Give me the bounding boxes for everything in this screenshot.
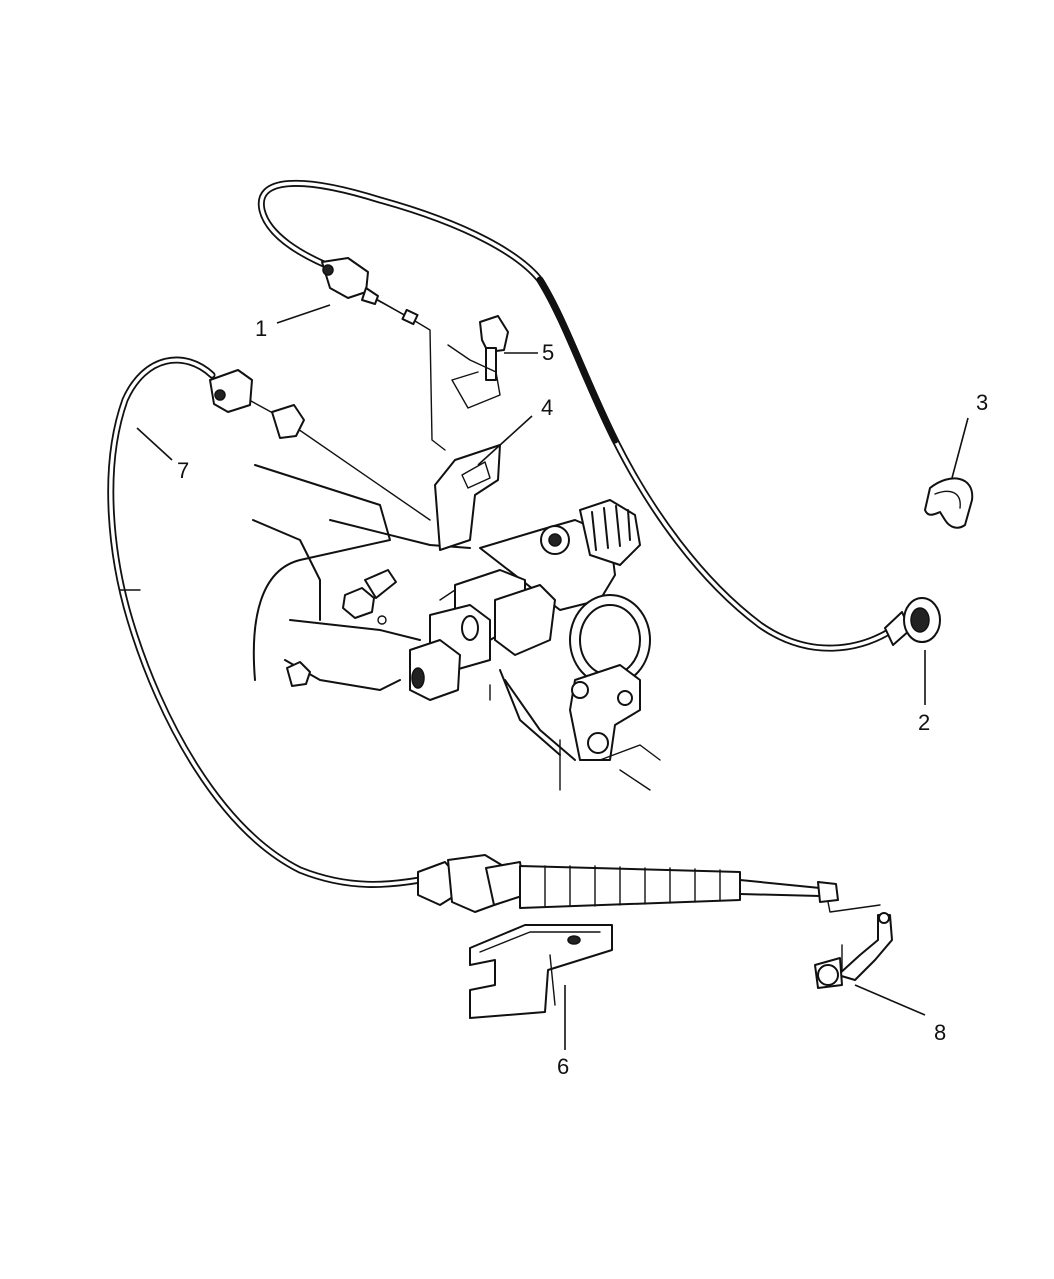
cable-7-end — [209, 369, 431, 521]
callout-labels: 1 2 3 4 5 6 7 8 — [177, 316, 988, 1079]
shift-lever — [814, 912, 893, 989]
cable-end-fitting — [321, 257, 419, 326]
cable-bracket — [469, 924, 613, 1019]
callout-8: 8 — [934, 1020, 946, 1045]
cable-adjuster-bellows — [417, 854, 881, 913]
cable-grommet — [884, 597, 941, 646]
bracket-small — [447, 315, 509, 409]
leader-lines — [136, 304, 969, 1050]
leader-7 — [136, 427, 173, 461]
retaining-clip — [924, 477, 974, 529]
callout-4: 4 — [541, 395, 553, 420]
leader-3 — [951, 417, 969, 479]
callout-3: 3 — [976, 390, 988, 415]
shift-cable — [107, 356, 424, 888]
leader-1 — [276, 304, 331, 324]
callout-7: 7 — [177, 458, 189, 483]
callout-5: 5 — [542, 340, 554, 365]
callout-2: 2 — [918, 710, 930, 735]
throttle-body-assembly — [252, 444, 661, 791]
leader-4 — [477, 415, 533, 466]
leader-8 — [854, 984, 926, 1016]
callout-6: 6 — [557, 1054, 569, 1079]
callout-1: 1 — [255, 316, 267, 341]
